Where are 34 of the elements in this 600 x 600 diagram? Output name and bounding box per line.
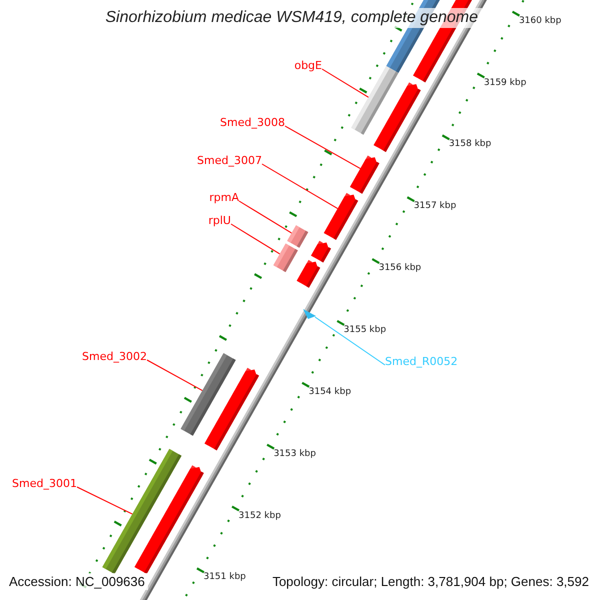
gene-bar	[287, 225, 308, 248]
scale-label: 3151 kbp	[203, 572, 246, 584]
scale-label: 3154 kbp	[308, 386, 352, 398]
gene-bar	[324, 192, 358, 240]
leader-line	[284, 126, 361, 170]
gene-bar	[102, 448, 182, 574]
gene-label: rplU	[208, 214, 231, 227]
leader-line	[146, 360, 203, 392]
gene-bar	[350, 156, 380, 194]
scale-label: 3158 kbp	[448, 139, 492, 150]
gene-label: Smed_3002	[82, 350, 147, 363]
gene-label: obgE	[294, 59, 322, 72]
gene-label: Smed_3001	[12, 477, 77, 490]
gene-label: Smed_3007	[197, 154, 262, 167]
gene-bar	[351, 66, 398, 135]
leader-line	[262, 164, 338, 210]
rna-marker	[303, 309, 316, 319]
gene-label: rpmA	[209, 191, 239, 204]
scale-label: 3155 kbp	[344, 324, 386, 336]
leader-line	[314, 316, 386, 366]
scale-label: 3156 kbp	[378, 263, 422, 274]
scale-label: 3152 kbp	[238, 510, 281, 522]
gene-label: Smed_R0052	[385, 355, 458, 368]
scale-label: 3160 kbp	[518, 16, 562, 27]
gene-bar	[273, 244, 298, 272]
leader-line	[322, 68, 370, 98]
leader-line	[76, 486, 133, 515]
gene-bar	[180, 353, 236, 436]
scale-label: 3159 kbp	[484, 78, 526, 88]
scale-label: 3157 kbp	[414, 201, 456, 212]
accession-text: Accession: NC_009636	[6, 573, 148, 590]
leader-line	[238, 200, 292, 234]
scale-label: 3153 kbp	[274, 448, 316, 460]
gene-label: Smed_3008	[220, 116, 285, 129]
